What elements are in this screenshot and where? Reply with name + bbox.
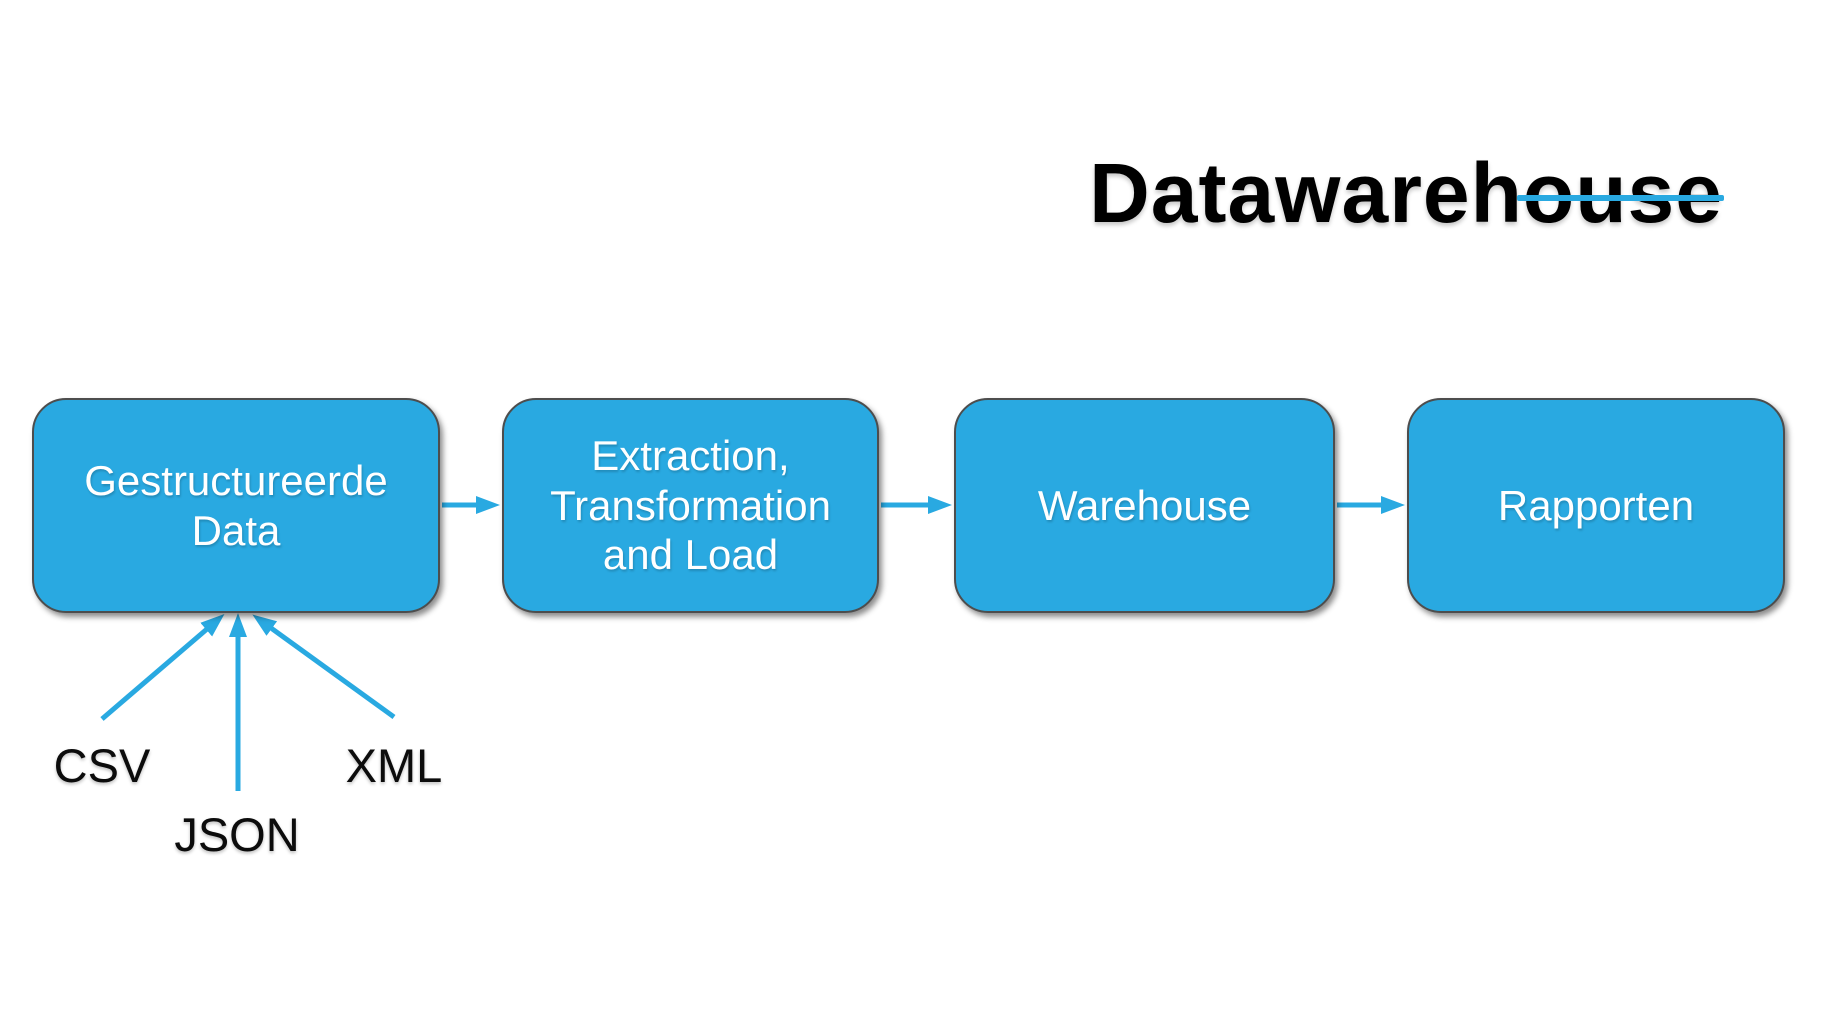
source-label-json: JSON: [174, 808, 300, 861]
node-label-rapporten: Rapporten: [1497, 481, 1695, 529]
page-title: Datawarehouse: [1089, 146, 1723, 241]
title-underline: [1517, 195, 1724, 201]
source-arrow-xml: [252, 614, 396, 720]
node-gestructureerde-data: Gestructureerde Data: [32, 398, 440, 613]
node-label-etl: Extraction, Transformation and Load: [550, 432, 831, 579]
source-arrow-csv: [100, 614, 225, 721]
source-label-xml: XML: [345, 739, 443, 792]
source-label-csv: CSV: [53, 739, 151, 792]
node-label-gestructureerde-data: Gestructureerde Data: [84, 456, 388, 554]
node-etl: Extraction, Transformation and Load: [502, 398, 879, 613]
node-label-warehouse: Warehouse: [1037, 481, 1252, 529]
node-rapporten: Rapporten: [1407, 398, 1785, 613]
node-warehouse: Warehouse: [954, 398, 1335, 613]
